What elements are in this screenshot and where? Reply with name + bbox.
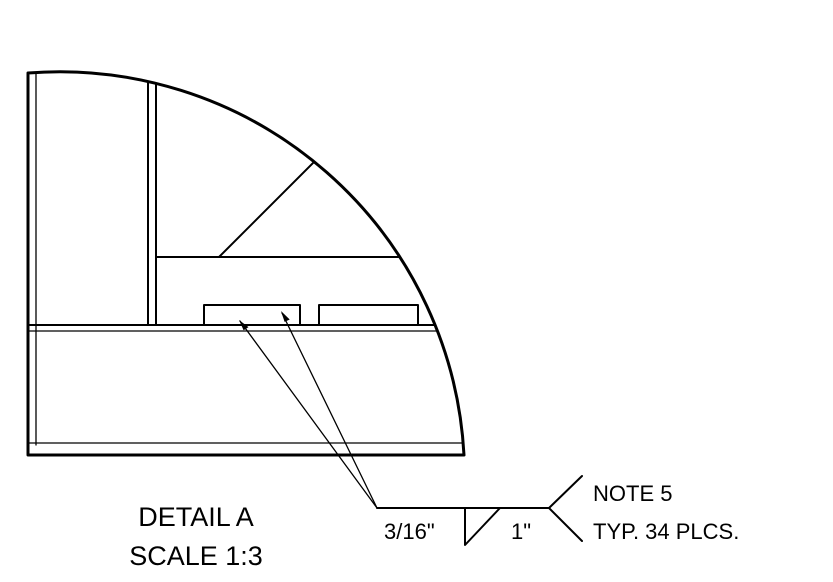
leader-line-2 bbox=[281, 312, 378, 509]
leader-line-1 bbox=[239, 320, 378, 509]
detail-scale: SCALE 1:3 bbox=[129, 541, 263, 571]
weld-plate-2 bbox=[318, 304, 419, 326]
diagonal-brace bbox=[218, 82, 394, 258]
weld-plate-1 bbox=[203, 304, 301, 326]
weld-length: 1" bbox=[511, 519, 531, 544]
detail-title: DETAIL A bbox=[138, 502, 254, 532]
weld-size: 3/16" bbox=[384, 519, 435, 544]
weld-plate-3 bbox=[436, 304, 464, 326]
leader-arrowhead-2 bbox=[281, 311, 290, 322]
weld-quantity: TYP. 34 PLCS. bbox=[593, 519, 739, 544]
leader-arrowhead-1 bbox=[239, 320, 249, 331]
fillet-weld-symbol bbox=[464, 507, 501, 546]
weld-symbol-tail bbox=[548, 475, 583, 542]
detail-geometry bbox=[28, 71, 464, 446]
weld-note: NOTE 5 bbox=[593, 481, 672, 506]
detail-boundary bbox=[26, 70, 466, 457]
